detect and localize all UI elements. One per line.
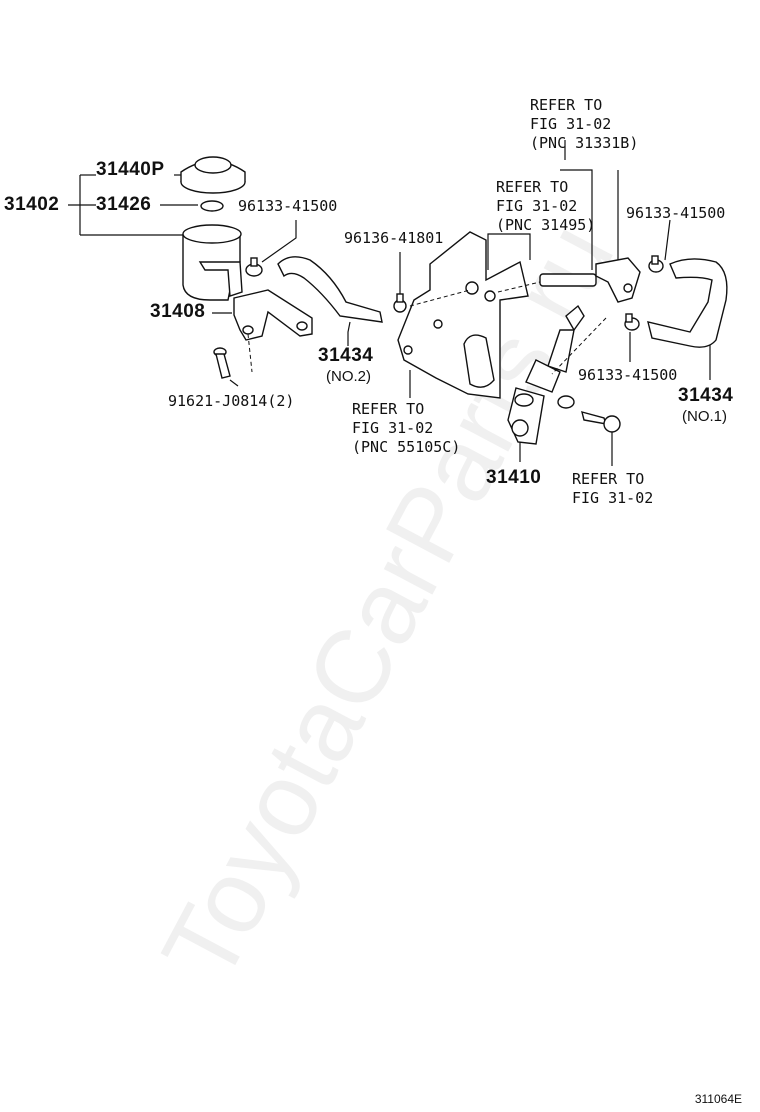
bracket-31408 — [233, 289, 313, 373]
pushrod-pin — [409, 273, 597, 307]
label-31434-no1: 31434 — [678, 385, 734, 406]
washer-right — [557, 395, 575, 409]
bolt-right — [581, 411, 621, 433]
label-31408: 31408 — [150, 301, 206, 322]
label-31410: 31410 — [486, 467, 542, 488]
pedal-bracket — [397, 231, 529, 399]
label-31426: 31426 — [96, 194, 152, 215]
label-91621-j0814: 91621-J0814(2) — [168, 392, 295, 410]
label-31434-no2: 31434 — [318, 345, 374, 366]
label-refer-pnc-31495: REFER TO FIG 31-02 (PNC 31495) — [496, 178, 596, 234]
label-31440p: 31440P — [96, 159, 165, 180]
hose-clamp-right-top — [648, 255, 664, 273]
label-96133-41500-a: 96133-41500 — [238, 197, 338, 215]
label-refer-fig-31-02: REFER TO FIG 31-02 — [572, 470, 654, 507]
label-refer-pnc-31331b: REFER TO FIG 31-02 (PNC 31331B) — [530, 96, 639, 152]
label-31434-no2-sub: (NO.2) — [326, 368, 371, 385]
clevis-31331b — [595, 257, 641, 303]
hose-clamp-right-bottom — [624, 313, 640, 331]
hose-31434-no2 — [277, 256, 383, 323]
label-96133-41500-b: 96133-41500 — [626, 204, 726, 222]
clutch-master-cylinder-31410 — [507, 304, 607, 445]
label-31434-no1-sub: (NO.1) — [682, 408, 727, 425]
o-ring-31426 — [200, 200, 224, 212]
hose-clamp-96136 — [393, 293, 407, 313]
figure-code: 311064E — [694, 1092, 742, 1106]
bolt-91621 — [213, 347, 231, 379]
hose-31434-no1 — [647, 258, 728, 348]
label-31402: 31402 — [4, 194, 60, 215]
reservoir-tank — [182, 224, 243, 301]
hose-clamp-left — [245, 257, 263, 277]
label-refer-pnc-55105c: REFER TO FIG 31-02 (PNC 55105C) — [352, 400, 461, 456]
reservoir-cap-31440p — [180, 156, 246, 194]
leader-lines — [68, 140, 711, 466]
label-96133-41500-c: 96133-41500 — [578, 366, 678, 384]
label-96136-41801: 96136-41801 — [344, 229, 444, 247]
